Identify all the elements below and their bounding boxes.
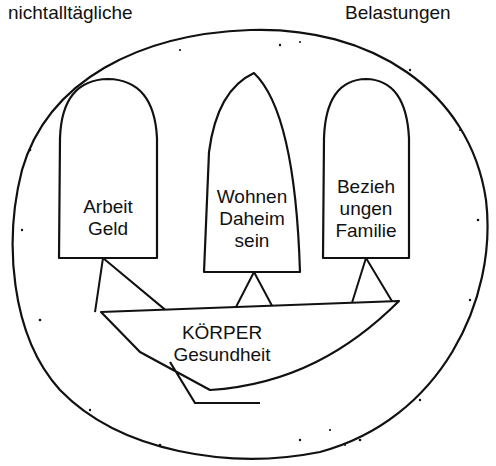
text-group: Arbeit Geld (63, 196, 153, 240)
shape-stroke (204, 73, 300, 272)
mast-line (352, 258, 392, 303)
shape-stroke (59, 79, 157, 258)
node-label: KÖRPER Gesundheit (162, 322, 282, 366)
text-group: KÖRPER Gesundheit (162, 322, 282, 366)
shape-stroke (323, 79, 409, 258)
heading-word: nichtalltägliche (8, 2, 133, 24)
mast-line (95, 258, 165, 312)
node-label: Wohnen Daheim sein (207, 186, 297, 252)
boat-hull: KÖRPER Gesundheit (100, 300, 400, 405)
text-group: Wohnen Daheim sein (207, 186, 297, 252)
node-label: Arbeit Geld (63, 196, 153, 240)
node-label: Bezieh ungen Familie (325, 176, 407, 242)
heading-word: Belastungen (345, 2, 451, 24)
sail-box: Wohnen Daheim sein (203, 72, 301, 272)
mast-line (236, 272, 272, 307)
stipple-dots (21, 41, 480, 446)
circle-outline (13, 30, 488, 459)
text-group: Bezieh ungen Familie (325, 176, 407, 242)
sail-box: Bezieh ungen Familie (322, 78, 410, 258)
sail-box: Arbeit Geld (58, 78, 158, 258)
shape-stroke (101, 301, 399, 403)
